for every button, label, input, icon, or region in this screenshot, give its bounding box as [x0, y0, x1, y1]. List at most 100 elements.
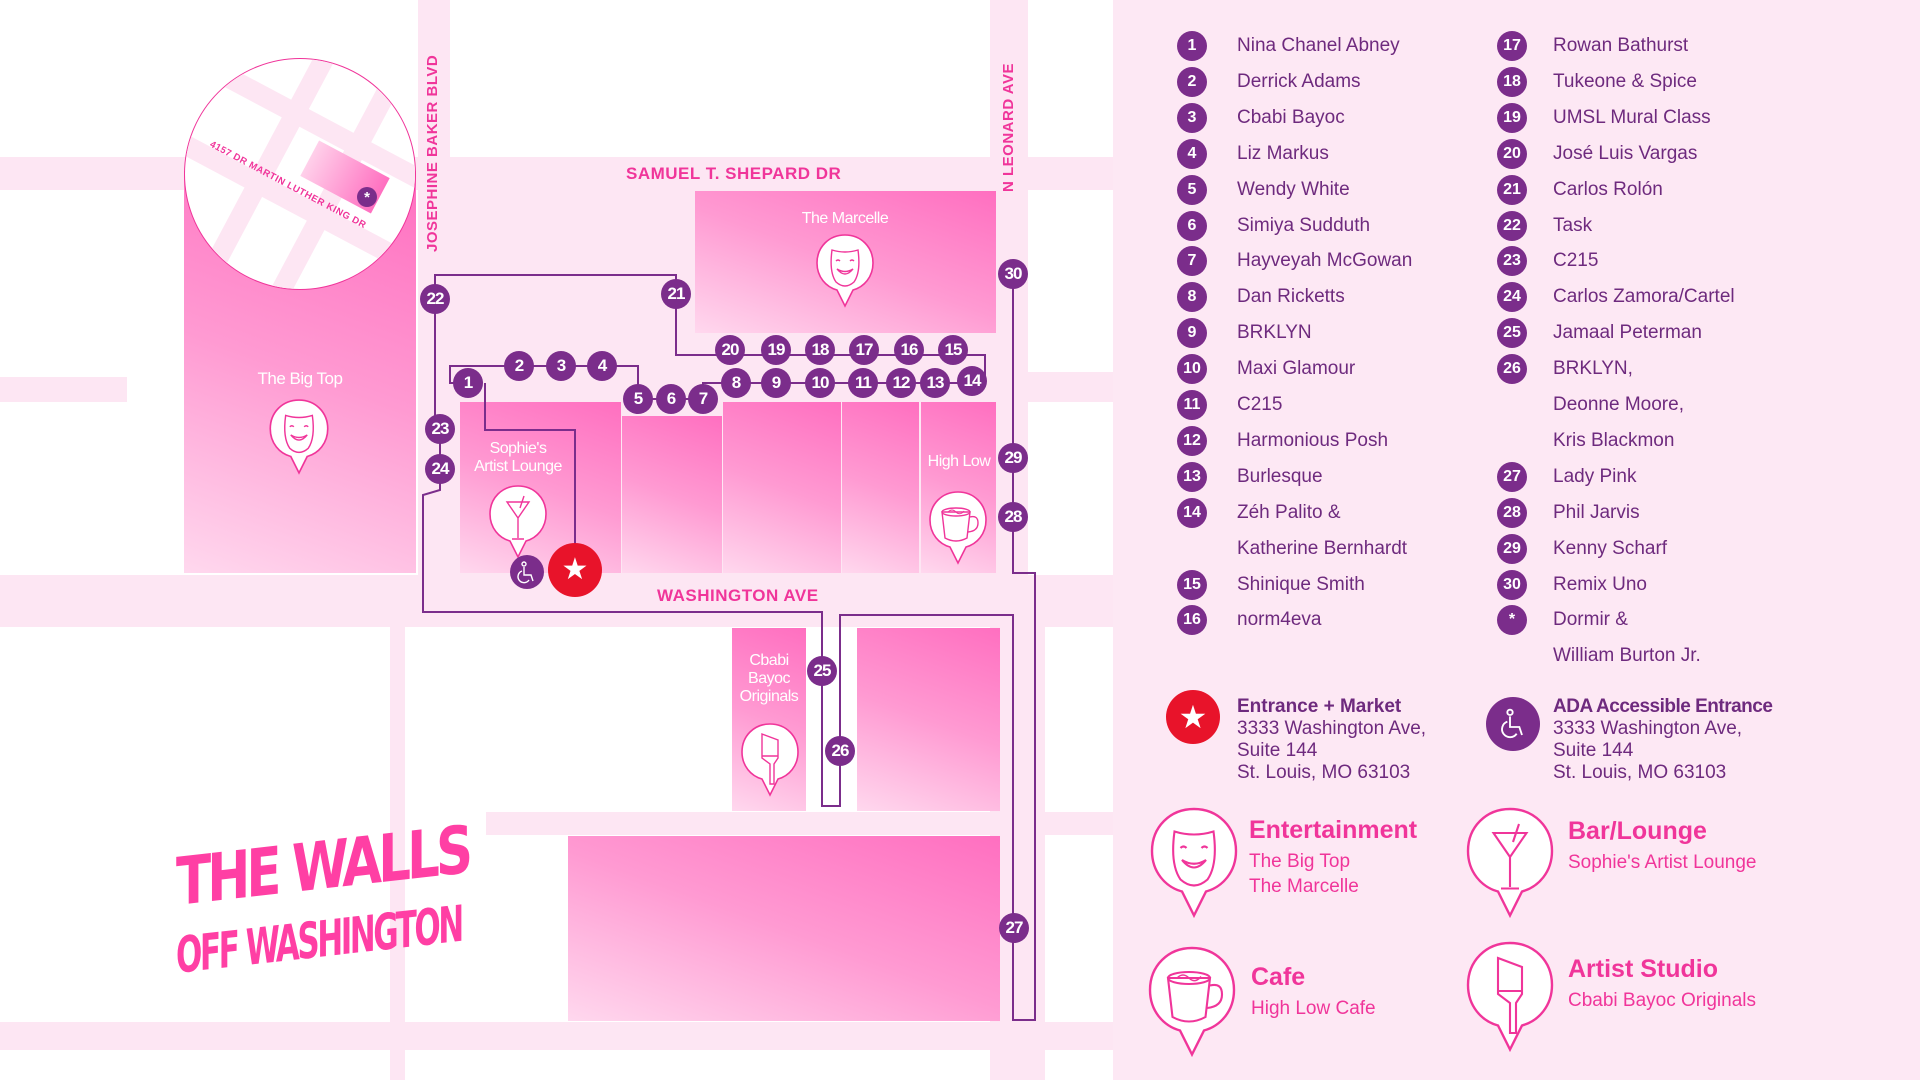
artist-marker-23[interactable]: 23 — [425, 414, 455, 444]
inset-marker[interactable]: * — [357, 187, 377, 207]
artist-marker-14[interactable]: 14 — [957, 366, 987, 396]
map[interactable]: 4157 DR MARTIN LUTHER KING DR * SAMUEL T… — [0, 0, 1113, 1080]
artist-marker-22[interactable]: 22 — [420, 284, 450, 314]
road-right-vertical — [1005, 627, 1045, 1080]
road-right-edge — [1028, 372, 1113, 402]
legend-artist-name: Carlos Zamora/Cartel — [1553, 286, 1735, 308]
road-bottom — [0, 1022, 1113, 1050]
legend-number-badge: 3 — [1177, 102, 1207, 133]
artist-marker-9[interactable]: 9 — [761, 368, 791, 398]
artist-marker-19[interactable]: 19 — [761, 335, 791, 365]
artist-marker-21[interactable]: 21 — [661, 279, 691, 309]
tour-route — [422, 274, 1036, 1021]
street-label-washington: WASHINGTON AVE — [657, 586, 819, 605]
inset-map: 4157 DR MARTIN LUTHER KING DR * — [184, 58, 416, 290]
legend-artist-name: UMSL Mural Class — [1553, 106, 1711, 128]
artist-marker-29[interactable]: 29 — [998, 443, 1028, 473]
legend-artist-name: Jamaal Peterman — [1553, 322, 1702, 344]
legend-number-badge: 27 — [1497, 461, 1527, 492]
legend-number-badge: 29 — [1497, 533, 1527, 564]
ada-address-line3: St. Louis, MO 63103 — [1553, 762, 1727, 783]
road-lower-mid — [486, 812, 1113, 835]
legend-number-badge: 26 — [1497, 354, 1527, 385]
legend-artist-name: norm4eva — [1237, 609, 1322, 631]
legend-number-badge: 24 — [1497, 282, 1527, 313]
legend-artist-name: Nina Chanel Abney — [1237, 35, 1400, 56]
studio-legend-icon — [1465, 940, 1555, 1054]
building — [857, 628, 1000, 811]
artist-marker-27[interactable]: 27 — [999, 913, 1029, 943]
artist-marker-25[interactable]: 25 — [807, 656, 837, 686]
artist-marker-24[interactable]: 24 — [425, 454, 455, 484]
legend-number-badge: 16 — [1177, 605, 1207, 636]
legend-number-badge: 7 — [1177, 246, 1207, 277]
category-title: Artist Studio — [1568, 955, 1718, 983]
artist-marker-10[interactable]: 10 — [805, 368, 835, 398]
legend-number-badge: 19 — [1497, 102, 1527, 133]
road-left — [0, 377, 127, 402]
category-title: Cafe — [1251, 963, 1306, 991]
legend-number-badge: 10 — [1177, 354, 1207, 385]
artist-marker-4[interactable]: 4 — [587, 351, 617, 381]
artist-marker-6[interactable]: 6 — [656, 384, 686, 414]
artist-marker-13[interactable]: 13 — [920, 368, 950, 398]
artist-marker-1[interactable]: 1 — [453, 368, 483, 398]
legend-artist-name: Carlos Rolón — [1553, 178, 1663, 200]
label-big-top: The Big Top — [257, 369, 343, 388]
legend-artist-name: Derrick Adams — [1237, 70, 1361, 92]
legend-number-badge: 2 — [1177, 66, 1207, 97]
artist-marker-11[interactable]: 11 — [848, 368, 878, 398]
artist-marker-12[interactable]: 12 — [886, 368, 916, 398]
artist-marker-28[interactable]: 28 — [998, 502, 1028, 532]
artist-marker-16[interactable]: 16 — [894, 335, 924, 365]
legend-artist-name: Tukeone & Spice — [1553, 70, 1697, 92]
legend-artist-name: Wendy White — [1237, 178, 1350, 200]
legend-number-badge: 20 — [1497, 138, 1527, 169]
category-item: The Marcelle — [1249, 876, 1359, 897]
artist-marker-26[interactable]: 26 — [825, 736, 855, 766]
building — [622, 416, 722, 573]
legend-artist-name: Harmonious Posh — [1237, 429, 1389, 451]
artist-marker-8[interactable]: 8 — [721, 368, 751, 398]
legend-artist-name: Dormir & — [1553, 609, 1628, 631]
artist-marker-30[interactable]: 30 — [998, 259, 1028, 289]
category-item: The Big Top — [1249, 851, 1351, 872]
legend-number-badge: 14 — [1177, 497, 1207, 528]
legend-number-badge: 8 — [1177, 282, 1207, 313]
ada-title: ADA Accessible Entrance — [1553, 696, 1773, 717]
artist-marker-5[interactable]: 5 — [623, 384, 653, 414]
ada-marker-icon[interactable] — [510, 555, 544, 589]
legend-artist-name: Maxi Glamour — [1237, 358, 1356, 380]
legend-number-badge: 30 — [1497, 569, 1527, 600]
legend-artist-name: Simiya Sudduth — [1237, 214, 1371, 236]
label-sophies-line2: Artist Lounge — [474, 458, 562, 475]
ada-address-line1: 3333 Washington Ave, — [1553, 718, 1743, 739]
building — [842, 402, 919, 573]
label-cbabi-line3: Originals — [739, 688, 799, 705]
artist-marker-17[interactable]: 17 — [849, 335, 879, 365]
legend-artist-name: Liz Markus — [1237, 142, 1329, 164]
legend-number-badge: 21 — [1497, 174, 1527, 205]
legend-number-badge: 22 — [1497, 210, 1527, 241]
legend-artist-name: Remix Uno — [1553, 573, 1647, 595]
legend-artist-name: C215 — [1553, 250, 1599, 272]
artist-marker-3[interactable]: 3 — [546, 351, 576, 381]
bar-legend-icon — [1465, 806, 1555, 920]
artist-marker-20[interactable]: 20 — [715, 335, 745, 365]
cafe-legend-icon — [1147, 945, 1237, 1059]
artist-marker-7[interactable]: 7 — [688, 384, 718, 414]
legend-artist-name: Burlesque — [1237, 465, 1323, 487]
legend-number-badge: 11 — [1177, 390, 1207, 420]
legend-artist-name: Lady Pink — [1553, 465, 1637, 487]
artist-marker-18[interactable]: 18 — [805, 335, 835, 365]
star-icon: ★ — [1166, 690, 1220, 744]
legend-number-badge: 4 — [1177, 138, 1207, 169]
artist-marker-15[interactable]: 15 — [938, 335, 968, 365]
artist-marker-2[interactable]: 2 — [504, 351, 534, 381]
entrance-marker[interactable]: ★ — [548, 543, 602, 597]
